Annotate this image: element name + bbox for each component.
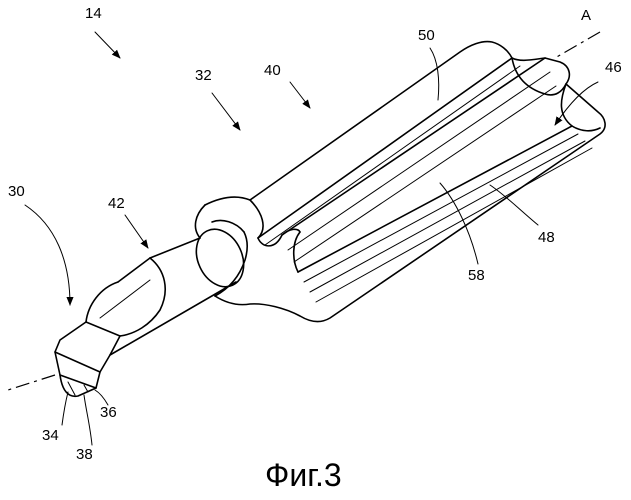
label-46: 46 bbox=[605, 59, 622, 76]
tip bbox=[55, 322, 120, 396]
label-58: 58 bbox=[468, 267, 485, 284]
label-42: 42 bbox=[108, 195, 125, 212]
figure-caption: Фиг.3 bbox=[265, 457, 342, 493]
fluted-body bbox=[195, 42, 605, 322]
label-32: 32 bbox=[195, 67, 212, 84]
label-48: 48 bbox=[538, 229, 555, 246]
label-38: 38 bbox=[76, 446, 93, 463]
label-14: 14 bbox=[85, 5, 102, 22]
label-50: 50 bbox=[418, 27, 435, 44]
label-30: 30 bbox=[8, 183, 25, 200]
label-axis-a: A bbox=[581, 7, 591, 24]
label-34: 34 bbox=[42, 427, 59, 444]
center-axis bbox=[8, 32, 600, 390]
leader-lines bbox=[25, 32, 598, 445]
label-40: 40 bbox=[264, 62, 281, 79]
label-36: 36 bbox=[100, 404, 117, 421]
